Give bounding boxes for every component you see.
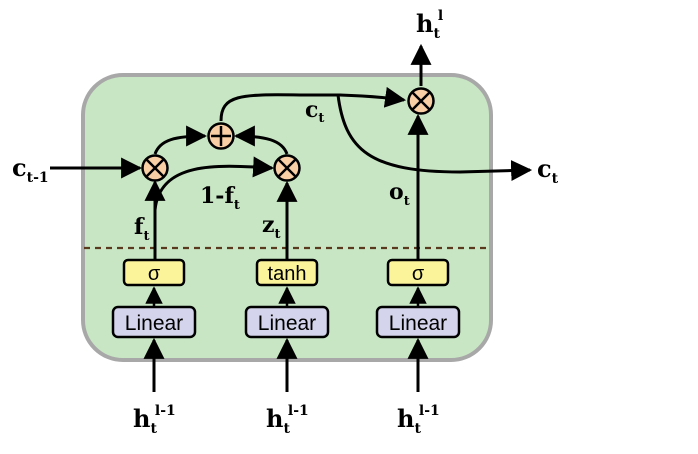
label-output-gate: ot <box>389 179 410 209</box>
label-output-gate-sub: t <box>404 194 410 209</box>
label-h-in-2-sup: l-1 <box>288 403 309 419</box>
label-output-gate-base: o <box>389 179 404 205</box>
label-c-mid-base: c <box>305 97 318 123</box>
c-out-curve <box>336 94 533 182</box>
label-c-out-sub: t <box>552 171 559 187</box>
label-c-prev-sub: t-1 <box>27 170 49 186</box>
label-h-in-2: ht l-1 <box>266 403 309 437</box>
label-one-minus-forget-sub: t <box>234 198 240 213</box>
multiply-icon <box>407 87 435 115</box>
label-forget-base: f <box>134 214 145 240</box>
tanh-block-label: tanh <box>268 263 307 285</box>
label-c-mid: ct <box>305 97 324 126</box>
label-h-in-3-base: h <box>397 404 414 433</box>
label-h-in-1-sup: l-1 <box>155 403 176 419</box>
label-h-in-2-base: h <box>266 404 283 433</box>
label-c-prev: ct-1 <box>12 153 49 186</box>
multiply-icon <box>273 154 301 182</box>
label-c-mid-sub: t <box>318 111 324 126</box>
linear-block-2-label: Linear <box>258 312 316 335</box>
label-c-out-base: c <box>537 154 552 183</box>
linear-block-1-label: Linear <box>125 312 183 335</box>
linear-block-2 <box>244 305 330 339</box>
label-h-in-3-sup: l-1 <box>419 403 440 419</box>
label-candidate-sub: t <box>275 227 281 242</box>
label-h-in-1: ht l-1 <box>133 403 176 437</box>
label-h-out-base: h <box>416 9 433 38</box>
label-h-in-2-sub: t <box>283 421 290 437</box>
candidate-to-add-curve <box>233 125 289 155</box>
plus-icon <box>207 122 235 150</box>
forget-to-add-curve <box>153 125 208 155</box>
label-forget-sub: t <box>143 229 149 244</box>
label-h-out: htl <box>416 8 443 42</box>
label-h-in-3: ht l-1 <box>397 403 440 437</box>
label-forget: ft <box>134 214 149 244</box>
label-h-out-sup: l <box>438 8 443 24</box>
multiply-icon <box>141 154 169 182</box>
add-to-output-curve <box>219 86 407 122</box>
label-one-minus-forget-base: 1-f <box>200 183 235 209</box>
label-c-out: ct <box>537 154 559 187</box>
one-minus-forget-curve <box>153 156 275 211</box>
linear-block-1 <box>111 305 197 339</box>
label-h-in-1-sub: t <box>150 421 157 437</box>
sigmoid-block-forget-label: σ <box>148 263 161 285</box>
label-h-in-1-base: h <box>133 404 150 433</box>
linear-block-3-label: Linear <box>389 312 447 335</box>
sigmoid-block-output-label: σ <box>412 263 425 285</box>
label-h-in-3-sub: t <box>414 421 421 437</box>
label-candidate: zt <box>262 212 281 242</box>
label-candidate-base: z <box>262 212 275 238</box>
label-c-prev-base: c <box>12 153 27 182</box>
label-h-out-sub: t <box>433 26 440 42</box>
linear-block-3 <box>375 305 461 339</box>
label-one-minus-forget: 1-ft <box>200 183 240 213</box>
